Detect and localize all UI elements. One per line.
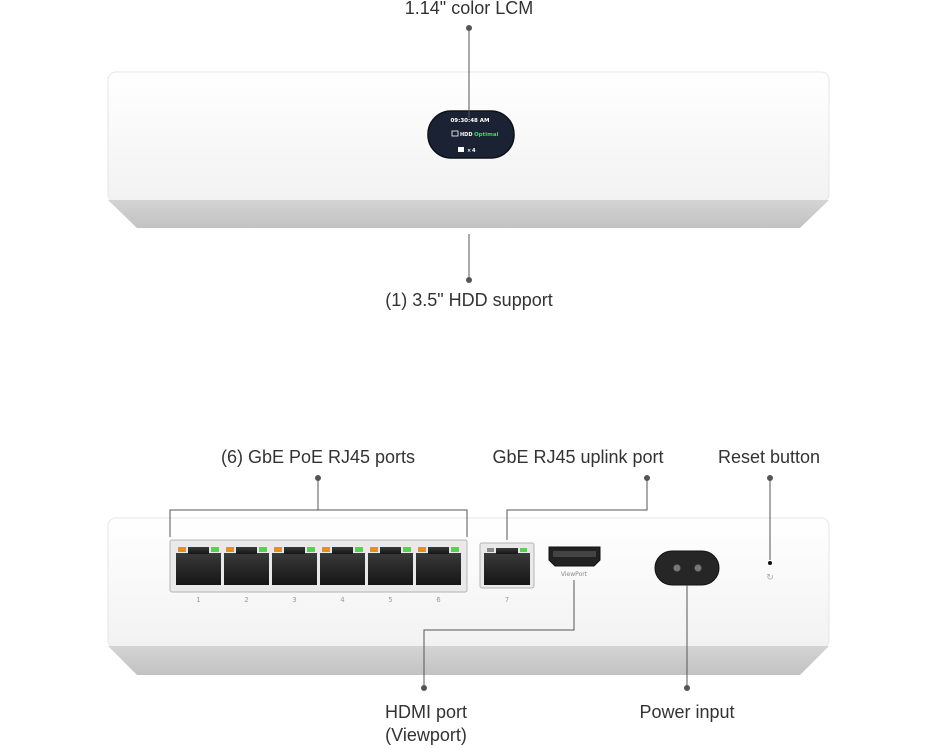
poe-port-led-orange [418, 547, 426, 552]
uplink-led-left [487, 548, 494, 552]
poe-port-number: 5 [388, 596, 392, 604]
poe-port-led-orange [178, 547, 186, 552]
poe-port-number: 3 [292, 596, 296, 604]
reset-icon: ↻ [766, 573, 774, 583]
poe-port-led-orange [274, 547, 282, 552]
poe-callout-dot [315, 475, 321, 481]
power-input[interactable] [654, 550, 720, 586]
hdd-callout-label: (1) 3.5" HDD support [385, 290, 553, 310]
hdmi-callout-line2: (Viewport) [385, 725, 467, 745]
lcm-time: 09:30:48 AM [450, 118, 489, 124]
uplink-led-right [520, 548, 527, 552]
lcm-camera-prefix: × [467, 148, 471, 154]
poe-port[interactable]: 4 [320, 547, 365, 604]
front-callout-lines [466, 25, 472, 283]
poe-port-jack [272, 553, 317, 585]
poe-port-led-green [211, 547, 219, 552]
poe-ports: 1 2 3 4 5 6 [176, 547, 461, 604]
poe-port-led-green [307, 547, 315, 552]
uplink-callout-dot [644, 475, 650, 481]
poe-port[interactable]: 2 [224, 547, 269, 604]
poe-port[interactable]: 6 [416, 547, 461, 604]
poe-port-led-green [403, 547, 411, 552]
hdmi-callout-dot [421, 685, 427, 691]
poe-port-jack [320, 553, 365, 585]
uplink-callout-line [506, 478, 648, 540]
lcm-hdd-label: HDD [460, 132, 473, 138]
poe-port-tab [428, 547, 449, 554]
poe-port-tab [236, 547, 257, 554]
hdd-callout-dot [466, 277, 472, 283]
poe-port-jack [176, 553, 221, 585]
poe-port-number: 1 [196, 596, 200, 604]
rear-callout-lines [169, 475, 773, 691]
poe-port-tab [188, 547, 209, 554]
reset-button[interactable]: ↻ [766, 561, 774, 583]
poe-port-tab [380, 547, 401, 554]
poe-port-number: 2 [244, 596, 248, 604]
uplink-port[interactable]: 7 [479, 542, 535, 604]
poe-port-led-orange [226, 547, 234, 552]
uplink-callout-label: GbE RJ45 uplink port [492, 447, 664, 467]
poe-port-jack [368, 553, 413, 585]
poe-port-led-orange [322, 547, 330, 552]
poe-callout-label: (6) GbE PoE RJ45 ports [220, 447, 416, 467]
power-callout-label: Power input [639, 702, 735, 722]
reset-callout-dot [767, 475, 773, 481]
poe-port-led-green [259, 547, 267, 552]
poe-port-number: 4 [340, 596, 345, 604]
poe-port-tab [284, 547, 305, 554]
hdmi-port[interactable]: ViewPort [548, 546, 601, 578]
rear-device-base [108, 646, 829, 675]
hdmi-callout-line [423, 580, 575, 688]
poe-port[interactable]: 3 [272, 547, 317, 604]
poe-port-jack [224, 553, 269, 585]
front-device-base [108, 200, 829, 228]
hdd-icon [451, 130, 459, 137]
lcm-display: 09:30:48 AM HDD Optimal × 4 [427, 110, 515, 159]
poe-port[interactable]: 5 [368, 547, 413, 604]
poe-port-tab [332, 547, 353, 554]
poe-port-number: 6 [436, 596, 441, 604]
hdmi-callout-line1: HDMI port [384, 702, 468, 722]
reset-callout-label: Reset button [717, 447, 821, 467]
poe-port-led-orange [370, 547, 378, 552]
poe-port-jack [416, 553, 461, 585]
hdmi-port-label: ViewPort [561, 571, 588, 578]
lcm-camera-count: 4 [472, 148, 476, 154]
lcm-hdd-status: Optimal [474, 132, 499, 138]
hdmi-callout-label: HDMI port (Viewport) [385, 701, 467, 747]
lcm-callout-label: 1.14" color LCM [404, 0, 534, 18]
poe-port[interactable]: 1 [176, 547, 221, 604]
camera-icon [458, 147, 464, 152]
front-device: 09:30:48 AM HDD Optimal × 4 [107, 71, 830, 228]
rear-device: 1 2 3 4 5 6 7 ViewPort ↻ [107, 517, 830, 675]
uplink-port-number: 7 [505, 596, 509, 604]
poe-port-led-green [355, 547, 363, 552]
power-callout-dot [684, 685, 690, 691]
poe-port-led-green [451, 547, 459, 552]
